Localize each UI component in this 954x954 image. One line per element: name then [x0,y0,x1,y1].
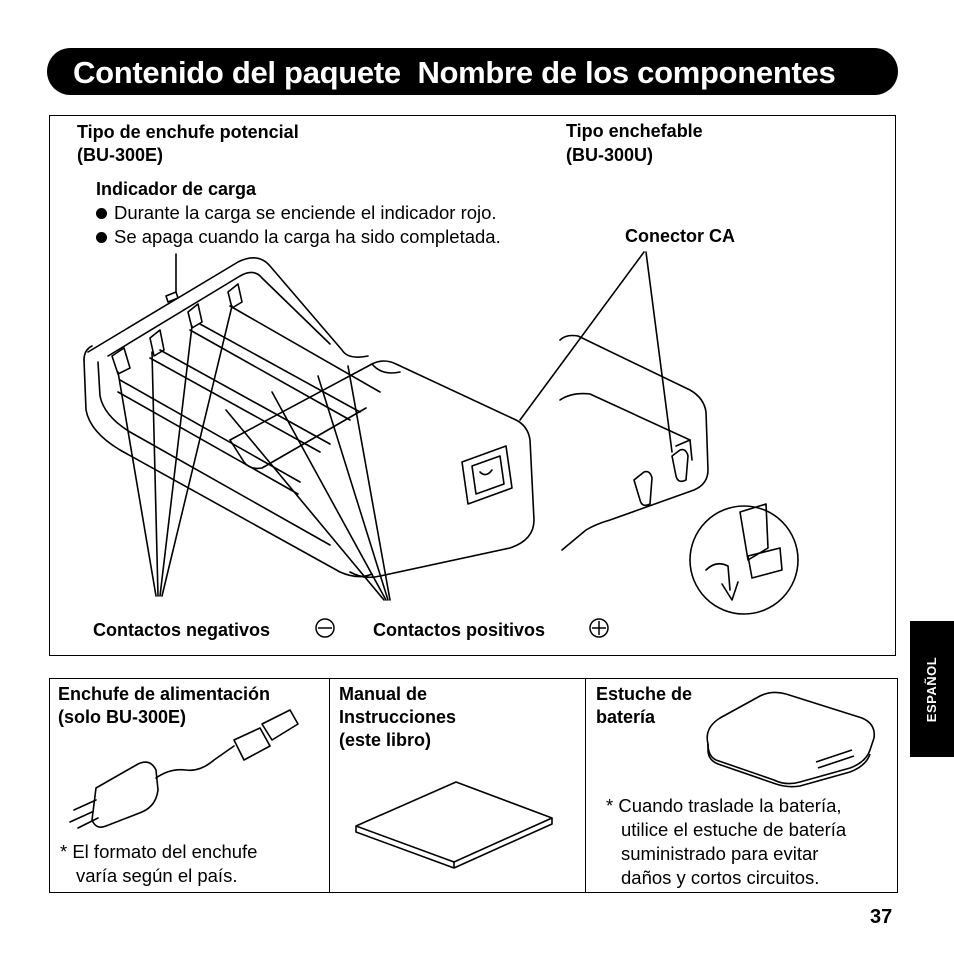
battery-case-note-line2: utilice el estuche de batería [621,819,847,840]
minus-icon [315,618,335,638]
page-title: Contenido del paquete Nombre de los comp… [73,55,836,90]
battery-case-title-line2: batería [596,707,656,727]
charger-illustration [83,257,535,579]
indicator-bullet-1: Durante la carga se enciende el indicado… [114,202,497,223]
manual-illustration [355,781,553,869]
negative-contacts-label: Contactos negativos [93,620,271,640]
battery-case-illustration [706,691,876,788]
power-plug-title-line2: (solo BU-300E) [58,707,187,727]
power-plug-note-line1: * El formato del enchufe [60,841,258,862]
language-tab: ESPAÑOL [910,621,954,757]
column-divider [329,678,330,893]
type-u-label-line1: Tipo enchefable [566,121,703,141]
polarity-symbols [315,618,609,638]
manual-title-line1: Manual de [339,684,428,704]
indicator-bullet-2: Se apaga cuando la carga ha sido complet… [114,226,501,247]
language-tab-label: ESPAÑOL [924,656,940,722]
battery-case-note-line1: * Cuando traslade la batería, [606,795,842,816]
power-plug-illustration [69,709,299,829]
charger-panel [49,115,896,656]
column-divider [585,678,586,893]
manual-title-line2: Instrucciones [339,707,457,727]
charger-u-illustration [559,334,799,615]
manual-title-line3: (este libro) [339,730,432,750]
power-plug-title-line1: Enchufe de alimentación [58,684,271,704]
ac-connector-label: Conector CA [625,226,736,246]
bullet-dot-icon [96,232,107,243]
type-u-label-line2: (BU-300U) [566,145,654,165]
battery-case-note-line3: suministrado para evitar [621,843,819,864]
title-bar [47,48,898,95]
page-number: 37 [870,906,893,928]
type-e-label-line2: (BU-300E) [77,145,164,165]
indicator-title: Indicador de carga [96,179,257,199]
bullet-dot-icon [96,208,107,219]
type-e-label-line1: Tipo de enchufe potencial [77,122,299,142]
power-plug-note-line2: varía según el país. [76,865,238,886]
positive-contacts-label: Contactos positivos [373,620,546,640]
battery-case-title-line1: Estuche de [596,684,693,704]
battery-case-note-line4: daños y cortos circuitos. [621,867,820,888]
plus-icon [589,618,609,638]
accessories-table [49,678,898,893]
